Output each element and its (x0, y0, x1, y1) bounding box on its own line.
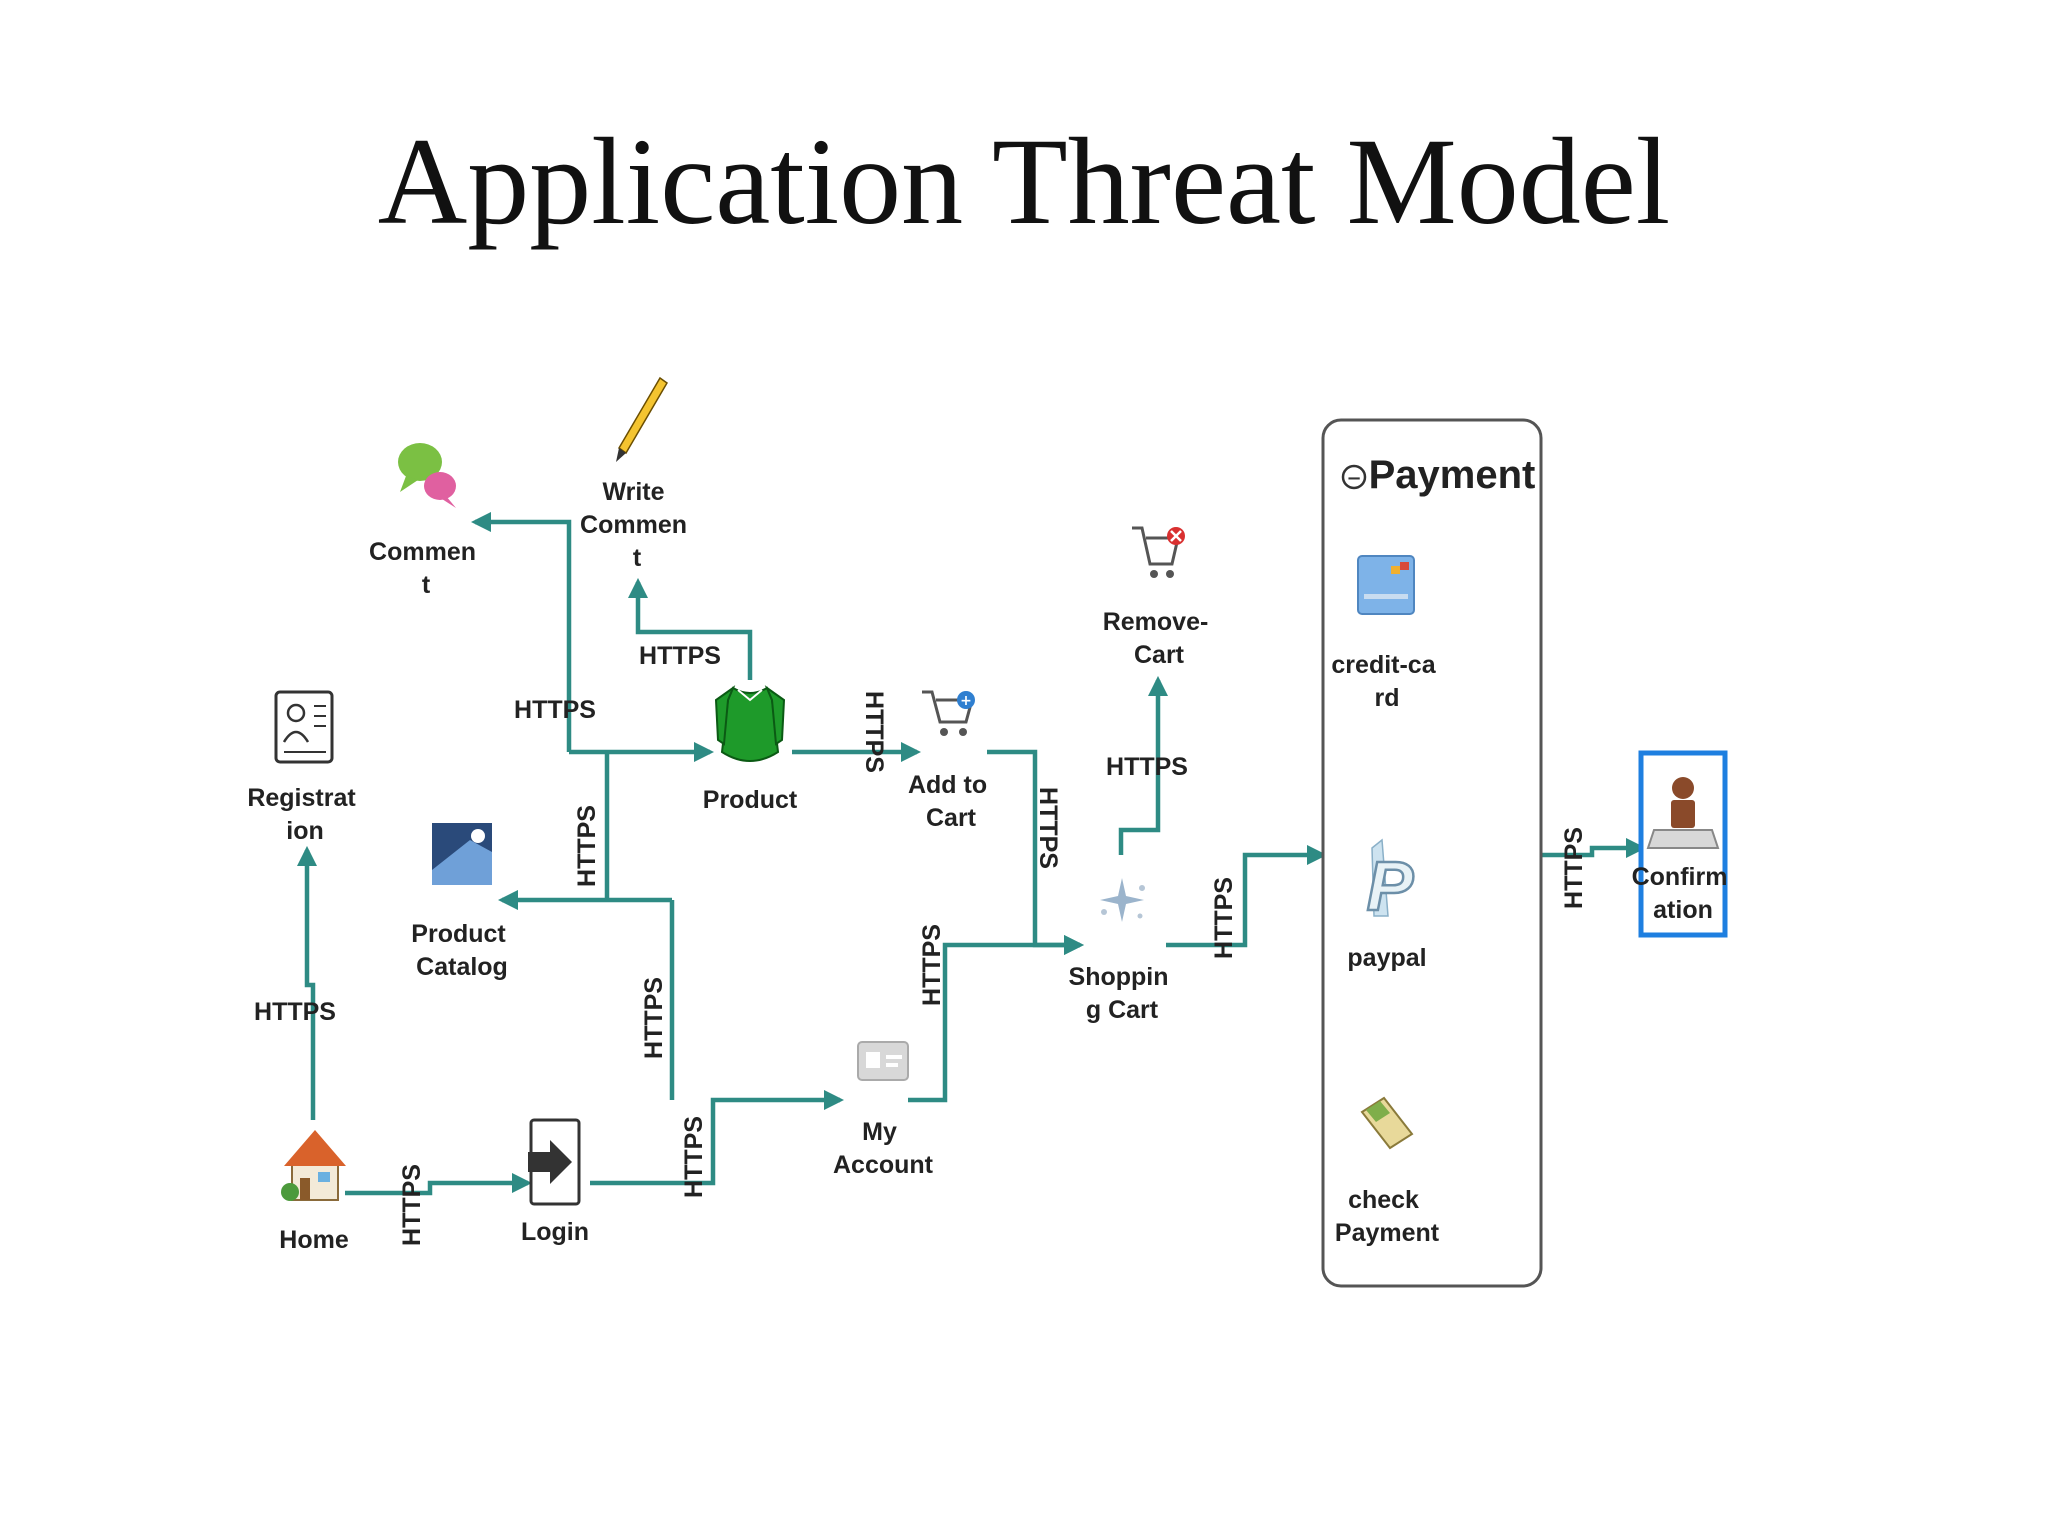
https-label: HTTPS (1106, 753, 1188, 781)
payment-item-label: check Payment (1335, 1186, 1440, 1247)
edge-payment-confirmation (1542, 837, 1647, 859)
collapse-button[interactable]: − (1341, 464, 1367, 490)
https-label: HTTPS (1210, 877, 1238, 959)
https-label: HTTPS (398, 1164, 426, 1246)
node-confirmation[interactable]: Confirm ation (1632, 750, 1735, 938)
node-label-shopping-cart: Shoppin g Cart (1069, 963, 1176, 1024)
node-label-add-to-cart: Add to Cart (908, 771, 994, 832)
edge-to-comment (470, 511, 572, 752)
payment-item-paypal[interactable]: P paypal (1347, 838, 1427, 972)
svg-text:+: + (960, 693, 972, 709)
node-registration[interactable]: Registrat ion (247, 690, 362, 845)
chat-bubbles-icon (398, 443, 456, 508)
svg-text:P: P (1367, 847, 1414, 925)
node-login[interactable]: Login (521, 1118, 589, 1246)
node-label-write-comment: Write Commen t (580, 478, 694, 572)
node-comment[interactable]: Commen t (369, 443, 483, 599)
node-label-login: Login (521, 1218, 589, 1246)
edge-home-login (345, 1172, 533, 1196)
edge-home-registration (296, 845, 318, 1120)
node-label-product-catalog: Product Catalog (411, 920, 512, 981)
node-shopping-cart[interactable]: Shoppin g Cart (1069, 878, 1176, 1024)
pencil-icon (616, 376, 668, 462)
node-label-registration: Registrat ion (247, 784, 362, 845)
https-label: HTTPS (639, 642, 721, 670)
https-label: HTTPS (254, 998, 336, 1026)
cart-add-icon: + (922, 690, 975, 736)
node-label-remove-cart: Remove- Cart (1103, 608, 1216, 669)
payment-title: Payment (1369, 453, 1536, 497)
edge-login-account (590, 1089, 845, 1186)
house-icon (281, 1130, 346, 1201)
node-label-home: Home (279, 1226, 349, 1254)
edge-labels: HTTPS HTTPS HTTPS HTTPS HTTPS HTTPS HTTP… (254, 642, 1588, 1246)
https-label: HTTPS (573, 805, 601, 887)
node-product[interactable]: Product (703, 685, 798, 814)
https-label: HTTPS (1560, 827, 1588, 909)
node-add-to-cart[interactable]: + Add to Cart (908, 690, 994, 832)
node-product-catalog[interactable]: Product Catalog (411, 823, 512, 981)
https-label: HTTPS (1034, 787, 1062, 869)
payment-panel[interactable]: − Payment credit-ca rd P paypal (1321, 418, 1543, 1288)
https-label: HTTPS (640, 977, 668, 1059)
cart-remove-icon (1132, 526, 1185, 578)
shirt-icon (714, 685, 786, 762)
payment-item-label: credit-ca rd (1331, 651, 1442, 712)
edge-shopcart-remove (1118, 675, 1169, 855)
sparkle-icon (1100, 878, 1145, 922)
stamp-icon (1646, 777, 1720, 849)
edge-account-shopcart (908, 934, 1085, 1103)
node-label-confirmation: Confirm ation (1632, 863, 1735, 924)
edge-product-write-comment (627, 577, 753, 680)
edge-addcart-shopcart (987, 749, 1085, 956)
node-home[interactable]: Home (279, 1130, 349, 1254)
https-label: HTTPS (860, 691, 888, 773)
payment-item-credit-card[interactable]: credit-ca rd (1331, 555, 1442, 712)
https-label: HTTPS (918, 924, 946, 1006)
check-payment-icon (1360, 1096, 1414, 1150)
catalog-image-icon (432, 823, 492, 885)
https-label: HTTPS (514, 696, 596, 724)
payment-item-label: paypal (1347, 944, 1426, 972)
credit-card-icon (1357, 555, 1415, 615)
payment-item-check-payment[interactable]: check Payment (1335, 1096, 1440, 1247)
paypal-icon: P (1365, 838, 1415, 926)
node-remove-cart[interactable]: Remove- Cart (1103, 526, 1216, 669)
edges (296, 511, 1647, 1196)
page-title: Application Threat Model (377, 113, 1671, 250)
node-write-comment[interactable]: Write Commen t (580, 376, 694, 572)
edge-shopcart-payment (1166, 844, 1328, 948)
collapse-icon: − (1346, 468, 1361, 489)
id-card-icon (274, 690, 334, 764)
login-arrow-icon (528, 1118, 581, 1206)
node-label-my-account: My Account (833, 1118, 934, 1179)
https-label: HTTPS (680, 1116, 708, 1198)
account-card-icon (857, 1041, 909, 1081)
node-label-product: Product (703, 786, 798, 814)
node-label-comment: Commen t (369, 538, 483, 599)
node-my-account[interactable]: My Account (833, 1041, 934, 1179)
